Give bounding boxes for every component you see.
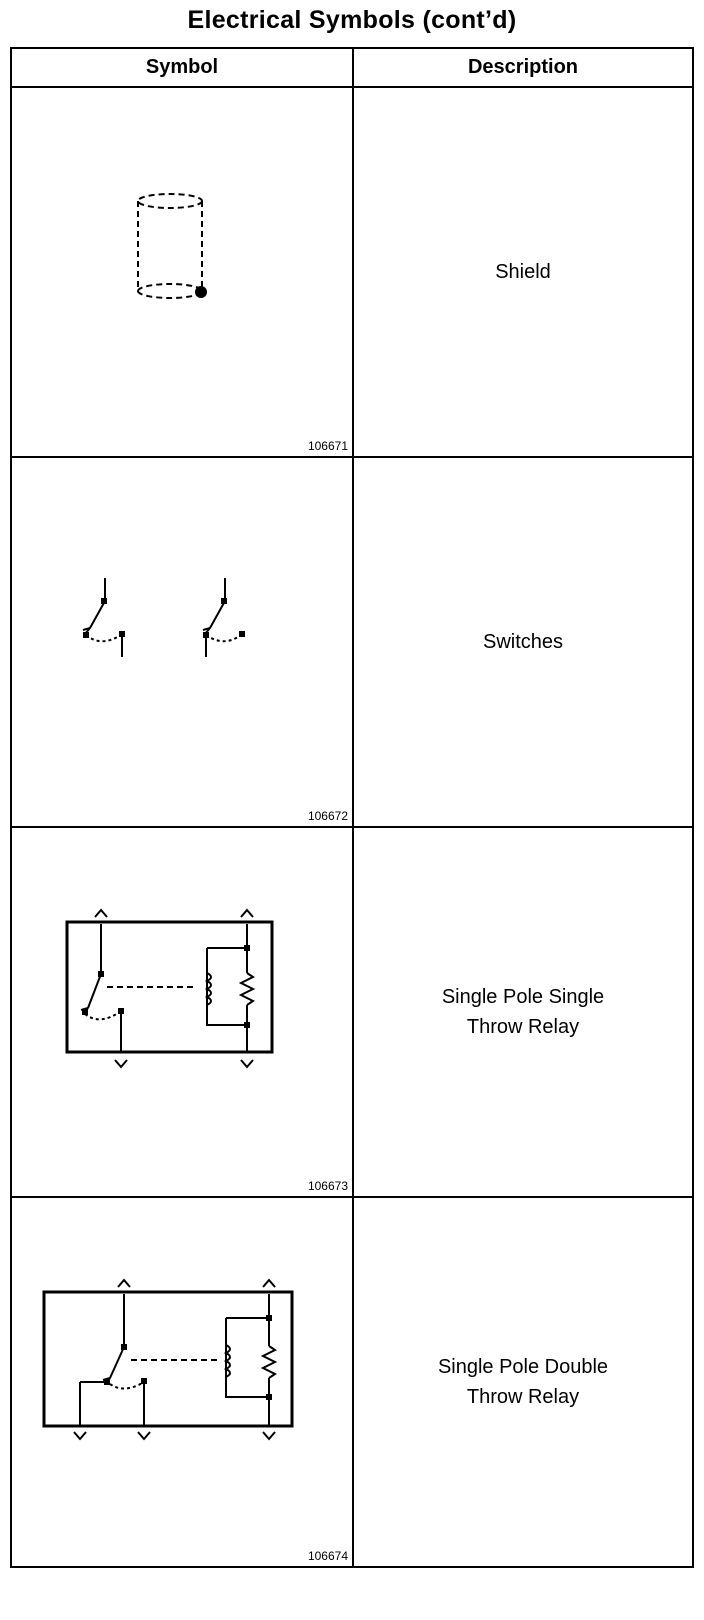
description-column-header: Description (352, 47, 694, 88)
description-text: Switches (482, 631, 564, 653)
switches-symbol-icon (82, 578, 245, 657)
page-title: Electrical Symbols (cont’d) (187, 6, 517, 34)
description-cell: Single Pole Single Throw Relay (352, 826, 694, 1198)
description-text-line-2: Throw Relay (466, 1386, 580, 1408)
table-header-row: Symbol Description (10, 47, 694, 88)
description-text-line-1: Single Pole Double (437, 1356, 609, 1378)
table-row: 106673 Single Pole Single Throw Relay (10, 826, 694, 1198)
figure-number: 106673 (307, 1179, 348, 1193)
shield-symbol-icon (137, 193, 207, 299)
table-row: 106674 Single Pole Double Throw Relay (10, 1196, 694, 1568)
description-cell: Shield (352, 86, 694, 458)
table-row: 106671 Shield (10, 86, 694, 458)
table-row: 106672 Switches (10, 456, 694, 828)
symbol-cell: 106673 (10, 826, 354, 1198)
symbol-cell: 106674 (10, 1196, 354, 1568)
symbol-cell: 106672 (10, 456, 354, 828)
description-cell: Switches (352, 456, 694, 828)
figure-number: 106671 (307, 439, 348, 453)
figure-number: 106674 (307, 1549, 348, 1563)
description-text: Shield (495, 261, 551, 283)
spdt-relay-symbol-icon (42, 1278, 294, 1441)
symbols-table: Symbol Description 106671 (10, 47, 694, 1568)
spst-relay-symbol-icon (65, 908, 274, 1069)
description-cell: Single Pole Double Throw Relay (352, 1196, 694, 1568)
description-text-line-1: Single Pole Single (441, 986, 605, 1008)
figure-number: 106672 (307, 809, 348, 823)
symbol-column-header: Symbol (10, 47, 354, 88)
description-text-line-2: Throw Relay (466, 1016, 580, 1038)
symbol-cell: 106671 (10, 86, 354, 458)
